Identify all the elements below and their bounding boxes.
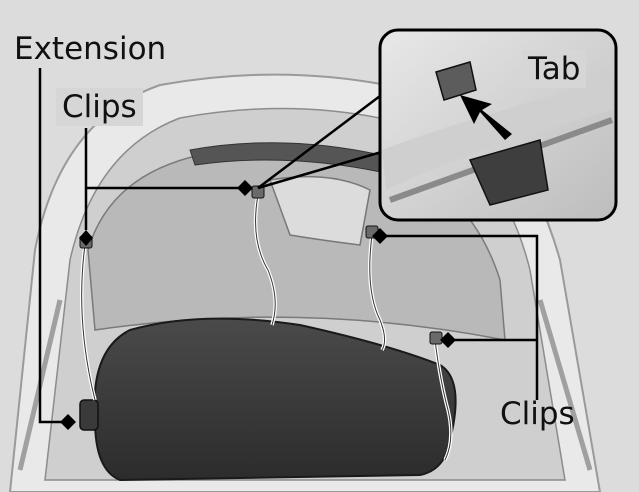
tab-block xyxy=(468,139,549,206)
support-strap-outlines xyxy=(81,194,452,461)
extension-end-tab xyxy=(79,399,99,431)
clips-bottom-label: Clips xyxy=(500,396,575,432)
extension-panel xyxy=(93,317,457,482)
inset-hook xyxy=(435,61,477,101)
clips-top-label: Clips xyxy=(56,88,143,126)
arrow-icon xyxy=(460,95,512,140)
extension-label: Extension xyxy=(14,31,167,67)
tab-label: Tab xyxy=(522,50,587,88)
